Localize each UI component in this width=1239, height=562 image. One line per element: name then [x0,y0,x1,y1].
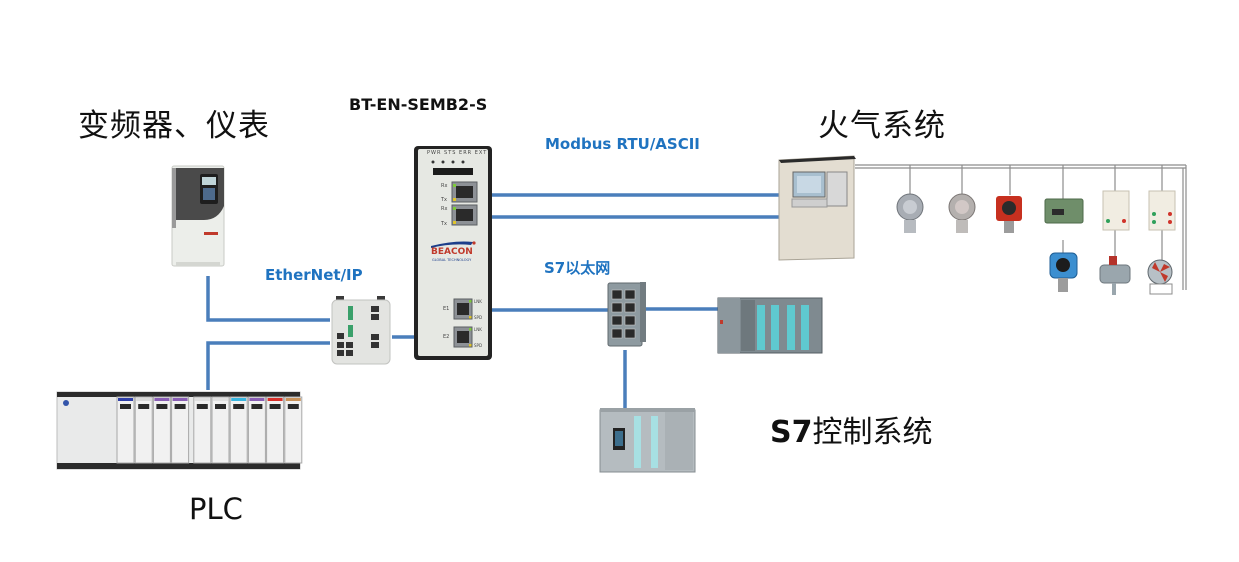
ethernet-ip-switch-icon [331,296,391,365]
s7-switch-port-1 [624,289,636,300]
gateway-led-2 [451,160,455,164]
s7-switch-port-7 [624,328,636,339]
e2-lnk-label: LNK [474,327,482,332]
plc-rack-icon [56,391,303,470]
gas-detector-1-icon [896,193,924,233]
s7-control-prefix: S7 [770,415,813,450]
link-vfd-to-switch [206,276,330,322]
vfd-instruments-label: 变频器、仪表 [78,108,270,144]
s7-control-system-label: S7控制系统 [770,407,932,451]
plc-module-9 [284,396,303,464]
gateway-led-3 [461,160,465,164]
modbus-protocol-label: Modbus RTU/ASCII [545,135,700,153]
serial-tx2-label: Tx [441,221,448,227]
vfd-drive-icon [171,165,225,267]
beacon-brand: BEACON [431,247,473,257]
plc-module-1 [134,396,153,464]
s7-switch-port-2 [611,302,623,313]
plc-module-0 [116,396,135,464]
fire-gas-system-label: 火气系统 [818,108,946,144]
gas-detector-2-icon [948,193,976,233]
gateway-model-label: BT-EN-SEMB2-S [349,95,488,114]
s7-switch-port-3 [624,302,636,313]
led-pwr-label: PWR [427,150,442,156]
plc-module-3 [171,396,190,464]
s7-switch-port-4 [611,315,623,326]
s7-switch-port-0 [611,289,623,300]
junction-box-icon [1044,198,1084,224]
eth-port-e2-label: E2 [443,334,450,340]
plc-label: PLC [189,492,243,526]
beacon-brand-sub: GLOBAL TECHNOLOGY [432,258,472,262]
eth-port-e1-label: E1 [443,306,450,312]
e2-spd-label: SPD [474,343,483,348]
gas-detector-red-icon [996,196,1022,233]
solenoid-valve-icon [1099,256,1131,295]
serial-rx2-label: Rx [441,206,448,212]
led-err-label: ERR [459,150,473,156]
plc-module-6 [229,396,248,464]
s7-switch-port-6 [611,328,623,339]
plc-module-2 [152,396,171,464]
link-plc-to-switch [206,341,330,390]
plc-module-7 [247,396,266,464]
s7-control-suffix: 控制系统 [812,415,933,450]
fire-gas-controller-icon [778,155,856,261]
gateway-led-0 [431,160,435,164]
led-ext-label: EXT [474,150,488,156]
exhaust-fan-icon [1147,259,1173,295]
gateway-device-icon [414,146,492,360]
plc-module-8 [266,396,285,464]
serial-rx1-label: Rx [441,183,448,189]
led-sts-label: STS [444,150,457,156]
ethernet-ip-protocol-label: EtherNet/IP [265,266,363,284]
serial-tx1-label: Tx [441,197,448,203]
plc-module-4 [193,396,212,464]
e1-spd-label: SPD [474,315,483,320]
s7-switch-port-5 [624,315,636,326]
s7-1500-plc-icon [599,408,696,473]
gateway-led-labels: PWR STS ERR EXT [427,150,487,156]
control-box-1-icon [1102,190,1130,231]
control-box-2-icon [1148,190,1176,231]
s7-300-plc-icon [717,297,823,354]
display-detector-icon [1049,252,1078,292]
plc-module-5 [211,396,230,464]
s7-ethernet-switch-icon [607,282,646,347]
e1-lnk-label: LNK [474,299,482,304]
gateway-led-1 [441,160,445,164]
s7-ethernet-protocol-label: S7以太网 [544,259,611,277]
